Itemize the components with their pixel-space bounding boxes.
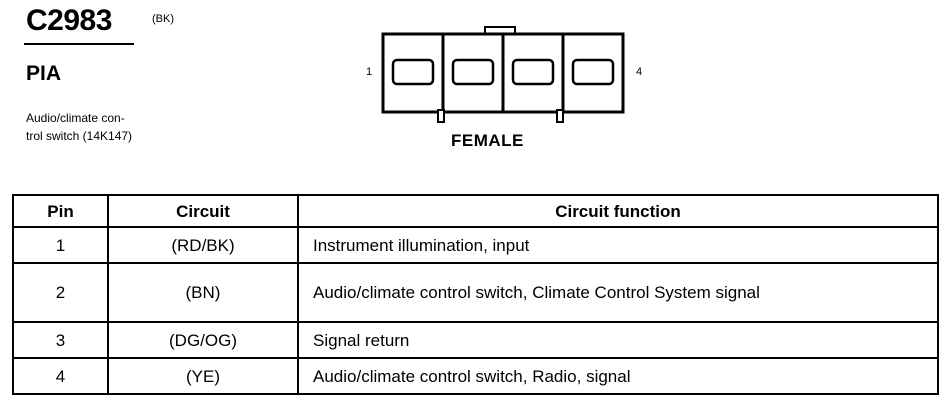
circuit-code: (RD/BK) xyxy=(107,226,299,264)
connector-peg-left xyxy=(437,109,445,123)
connector-description-line-1: Audio/climate con- xyxy=(26,111,125,125)
title-underline xyxy=(24,43,134,45)
pin-cavity-1 xyxy=(391,58,435,86)
table-row: 4 (YE) Audio/climate control switch, Rad… xyxy=(12,357,939,395)
pin-cavity-2 xyxy=(451,58,495,86)
circuit-function: Signal return xyxy=(297,321,939,359)
circuit-code: (BN) xyxy=(107,262,299,323)
circuit-function: Audio/climate control switch, Radio, sig… xyxy=(297,357,939,395)
connector-cavities xyxy=(391,34,615,112)
pin-number: 3 xyxy=(12,321,109,359)
connector-description-line-2: trol switch (14K147) xyxy=(26,129,133,143)
circuit-column-header: Circuit xyxy=(107,194,299,228)
connector-gender: FEMALE xyxy=(451,131,524,150)
circuit-function-column-header: Circuit function xyxy=(297,194,939,228)
pin-cavity-4 xyxy=(571,58,615,86)
pin-cavity-3 xyxy=(511,58,555,86)
connector-peg-right xyxy=(556,109,564,123)
pin-table: Pin Circuit Circuit function 1 (RD/BK) I… xyxy=(12,194,939,395)
table-row: 3 (DG/OG) Signal return xyxy=(12,321,939,359)
circuit-code: (YE) xyxy=(107,357,299,395)
table-row: 1 (RD/BK) Instrument illumination, input xyxy=(12,226,939,264)
pin-table-header-row: Pin Circuit Circuit function xyxy=(12,194,939,228)
connector-description: Audio/climate con- trol switch (14K147) xyxy=(26,109,206,145)
connector-color-code: (BK) xyxy=(152,13,174,25)
connector-face-diagram xyxy=(381,26,625,123)
pin-number: 1 xyxy=(12,226,109,264)
circuit-code: (DG/OG) xyxy=(107,321,299,359)
pin-number: 4 xyxy=(12,357,109,395)
pin-column-header: Pin xyxy=(12,194,109,228)
circuit-function: Instrument illumination, input xyxy=(297,226,939,264)
pin-number: 2 xyxy=(12,262,109,323)
connector-code: PIA xyxy=(26,62,62,85)
table-row: 2 (BN) Audio/climate control switch, Cli… xyxy=(12,262,939,323)
circuit-function: Audio/climate control switch, Climate Co… xyxy=(297,262,939,323)
pin-last-label: 4 xyxy=(636,66,643,78)
connector-id: C2983 xyxy=(26,4,112,37)
pin-first-label: 1 xyxy=(366,66,373,78)
